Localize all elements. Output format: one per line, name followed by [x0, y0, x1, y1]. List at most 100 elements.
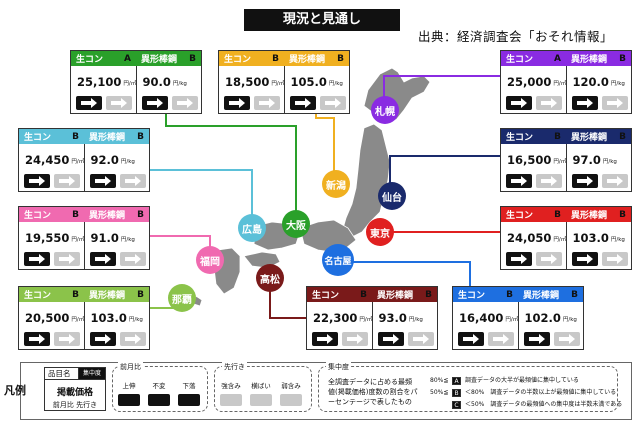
- rebar-prev-arrow-icon: [571, 96, 598, 110]
- badge-osaka: 大阪: [282, 210, 310, 238]
- concrete-grade: A: [124, 53, 131, 64]
- concrete-outlook-arrow-icon: [106, 96, 132, 110]
- source-note: 出典：経済調査会「おそれ情報」: [418, 29, 614, 44]
- badge-niigata: 新潟: [322, 170, 350, 198]
- rebar-grade: B: [571, 289, 578, 300]
- concrete-prev-arrow-icon: [458, 332, 484, 346]
- rebar-prev-arrow-icon: [377, 332, 404, 346]
- concrete-grade: B: [554, 209, 561, 220]
- concrete-prev-arrow-icon: [506, 174, 532, 188]
- badge-fukuoka: 福岡: [196, 246, 224, 274]
- rebar-prev-arrow-icon: [141, 96, 168, 110]
- concrete-grade: B: [554, 131, 561, 142]
- concrete-outlook-arrow-icon: [54, 332, 80, 346]
- legend-price: 掲載価格: [56, 388, 93, 398]
- rebar-outlook-arrow-icon: [553, 332, 580, 346]
- badge-naha: 那覇: [168, 284, 196, 312]
- legend-out-down-icon: [280, 394, 302, 406]
- rebar-grade: B: [619, 53, 626, 64]
- rebar-prev-arrow-icon: [89, 174, 116, 188]
- legend-label: 凡例: [4, 384, 26, 397]
- concrete-outlook-arrow-icon: [488, 332, 514, 346]
- concrete-prev-arrow-icon: [76, 96, 102, 110]
- legend-prev-down: 下落: [182, 382, 196, 390]
- concrete-grade: B: [506, 289, 513, 300]
- rebar-grade: B: [137, 131, 144, 142]
- rebar-outlook-arrow-icon: [601, 174, 628, 188]
- page-title: 現況と見通し: [244, 9, 400, 31]
- legend-outlook-box: [214, 366, 312, 412]
- rebar-outlook-arrow-icon: [601, 96, 628, 110]
- rebar-grade: B: [137, 209, 144, 220]
- legend-out-flat-icon: [250, 394, 272, 406]
- badge-nagoya: 名古屋: [322, 244, 354, 276]
- concrete-outlook-arrow-icon: [254, 96, 280, 110]
- legend-prev-up: 上伸: [122, 382, 136, 390]
- concrete-outlook-arrow-icon: [536, 252, 562, 266]
- rebar-outlook-arrow-icon: [119, 332, 146, 346]
- concrete-prev-arrow-icon: [24, 332, 50, 346]
- rebar-prev-arrow-icon: [89, 252, 116, 266]
- concrete-prev-arrow-icon: [224, 96, 250, 110]
- legend-out-up-icon: [220, 394, 242, 406]
- legend-prev-flat: 不変: [152, 382, 166, 390]
- concrete-grade: A: [554, 53, 561, 64]
- legend-conc-c: C＜50% 調査データの最頻値への集中度は半数未満である: [430, 399, 622, 409]
- concrete-prev-arrow-icon: [506, 96, 532, 110]
- badge-sapporo: 札幌: [371, 96, 399, 124]
- concrete-grade: B: [272, 53, 279, 64]
- rebar-grade: B: [619, 131, 626, 142]
- concrete-grade: B: [360, 289, 367, 300]
- legend-arrow-up-icon: [118, 394, 140, 406]
- legend-prev-title: 前月比: [118, 362, 143, 372]
- legend-prev-outlook: 前月比 先行き: [52, 401, 98, 409]
- concrete-prev-arrow-icon: [24, 252, 50, 266]
- rebar-outlook-arrow-icon: [171, 96, 198, 110]
- rebar-outlook-arrow-icon: [319, 96, 346, 110]
- rebar-prev-arrow-icon: [571, 252, 598, 266]
- concrete-outlook-arrow-icon: [342, 332, 368, 346]
- badge-sendai: 仙台: [378, 182, 406, 210]
